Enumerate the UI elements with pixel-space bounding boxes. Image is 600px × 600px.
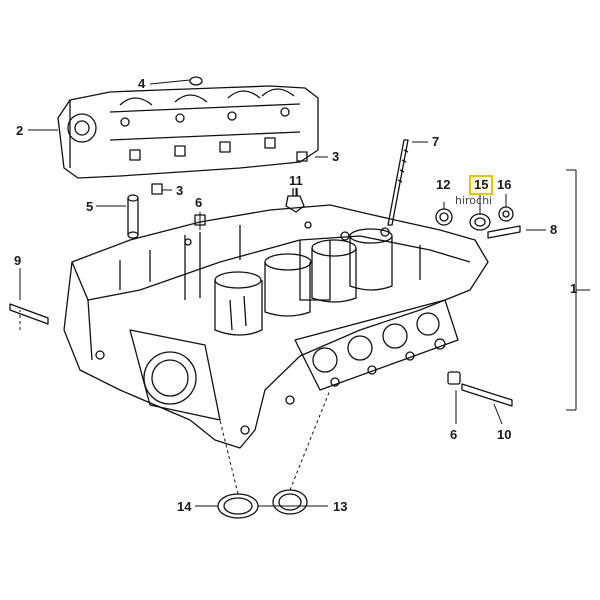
callout-15-highlighted: 15 (469, 175, 494, 195)
part-5-guide (127, 194, 139, 239)
part-13-gasket (272, 489, 308, 515)
part-4-cap (189, 76, 203, 86)
callout-14: 14 (177, 499, 192, 514)
callout-3b: 3 (176, 183, 184, 198)
part-9-stud (9, 303, 49, 325)
callout-1: 1 (570, 281, 578, 296)
cylinder-head-part (63, 204, 489, 449)
watermark-text: hirochi (455, 194, 493, 207)
part-7-stud (387, 139, 409, 226)
callout-6a: 6 (195, 195, 203, 210)
callout-4: 4 (138, 76, 146, 91)
callout-8: 8 (550, 222, 558, 237)
callout-9: 9 (14, 253, 22, 268)
callout-11: 11 (289, 173, 303, 188)
callout-3a: 3 (332, 149, 340, 164)
part-14-gasket (217, 493, 259, 519)
callout-5: 5 (86, 199, 94, 214)
part-8-stud (487, 225, 521, 239)
callout-leaders (19, 79, 590, 507)
callout-12: 12 (436, 177, 451, 192)
part-10-stud (461, 383, 513, 407)
callout-10: 10 (497, 427, 512, 442)
callout-6b: 6 (450, 427, 458, 442)
part-6-dowel-side (447, 371, 461, 385)
callout-13: 13 (333, 499, 348, 514)
part-3-dowel-b (151, 183, 163, 195)
cam-carrier-part (57, 85, 319, 179)
part-12-plug (435, 208, 453, 226)
callout-2: 2 (16, 123, 24, 138)
part-3-dowel-a (296, 151, 308, 162)
part-15-seal-ring (469, 213, 491, 231)
callout-7: 7 (432, 134, 440, 149)
callout-16: 16 (497, 177, 512, 192)
part-11-sensor (285, 188, 305, 213)
part-16-plug (498, 206, 514, 222)
